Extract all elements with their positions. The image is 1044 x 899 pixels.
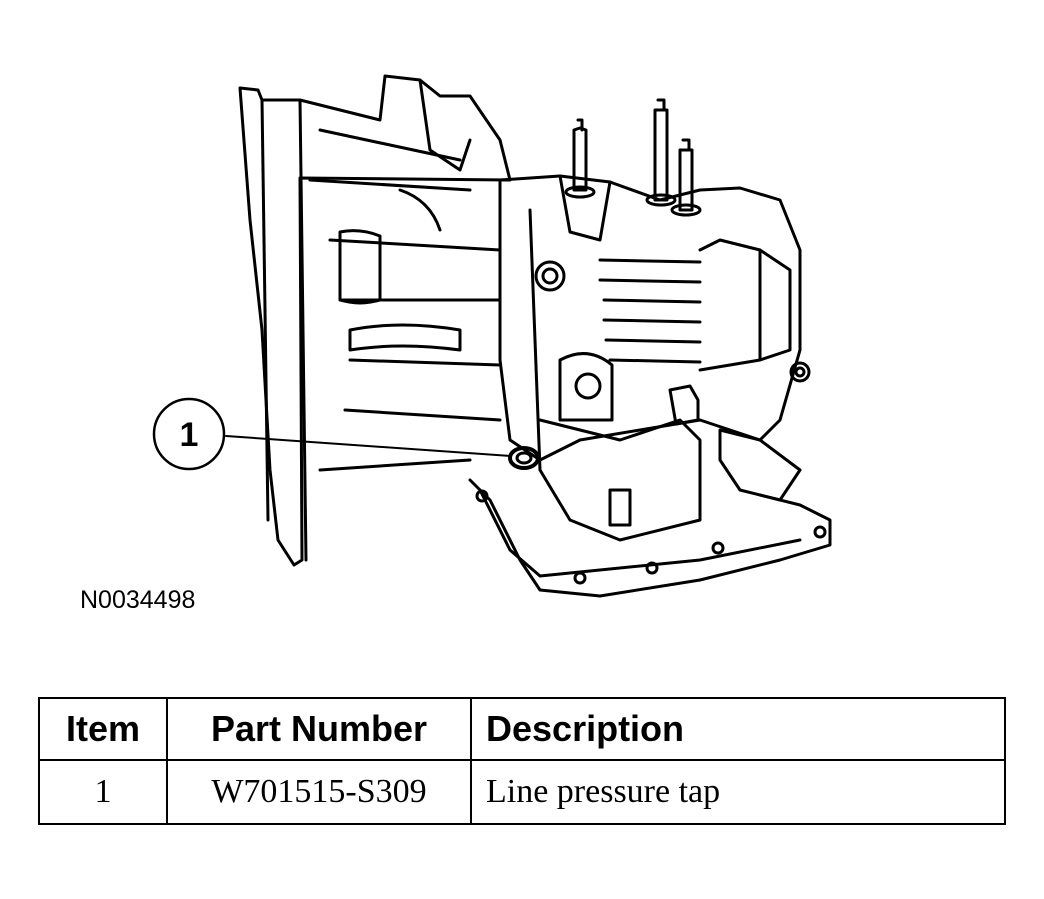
header-item: Item bbox=[38, 697, 168, 761]
header-part-number: Part Number bbox=[166, 697, 472, 761]
main-case bbox=[498, 174, 802, 462]
line-pressure-tap bbox=[508, 446, 540, 470]
table-row: 1 W701515-S309 Line pressure tap bbox=[38, 759, 1006, 825]
stud-2 bbox=[653, 108, 669, 202]
callout-leader-line bbox=[225, 435, 511, 457]
stud-1 bbox=[572, 126, 588, 192]
stud-3 bbox=[678, 148, 694, 212]
callout-circle bbox=[152, 397, 226, 471]
header-description: Description bbox=[470, 697, 1006, 761]
cell-description: Line pressure tap bbox=[470, 759, 1006, 825]
cell-part-number: W701515-S309 bbox=[166, 759, 472, 825]
oil-pan bbox=[468, 478, 832, 598]
callout-number: 1 bbox=[180, 416, 199, 454]
figure-id: N0034498 bbox=[80, 586, 196, 614]
bell-housing bbox=[238, 74, 512, 567]
transmission-diagram: 1 bbox=[152, 74, 832, 598]
parts-table: Item Part Number Description 1 W701515-S… bbox=[38, 697, 1006, 825]
table-header-row: Item Part Number Description bbox=[38, 697, 1006, 761]
cell-item: 1 bbox=[38, 759, 168, 825]
